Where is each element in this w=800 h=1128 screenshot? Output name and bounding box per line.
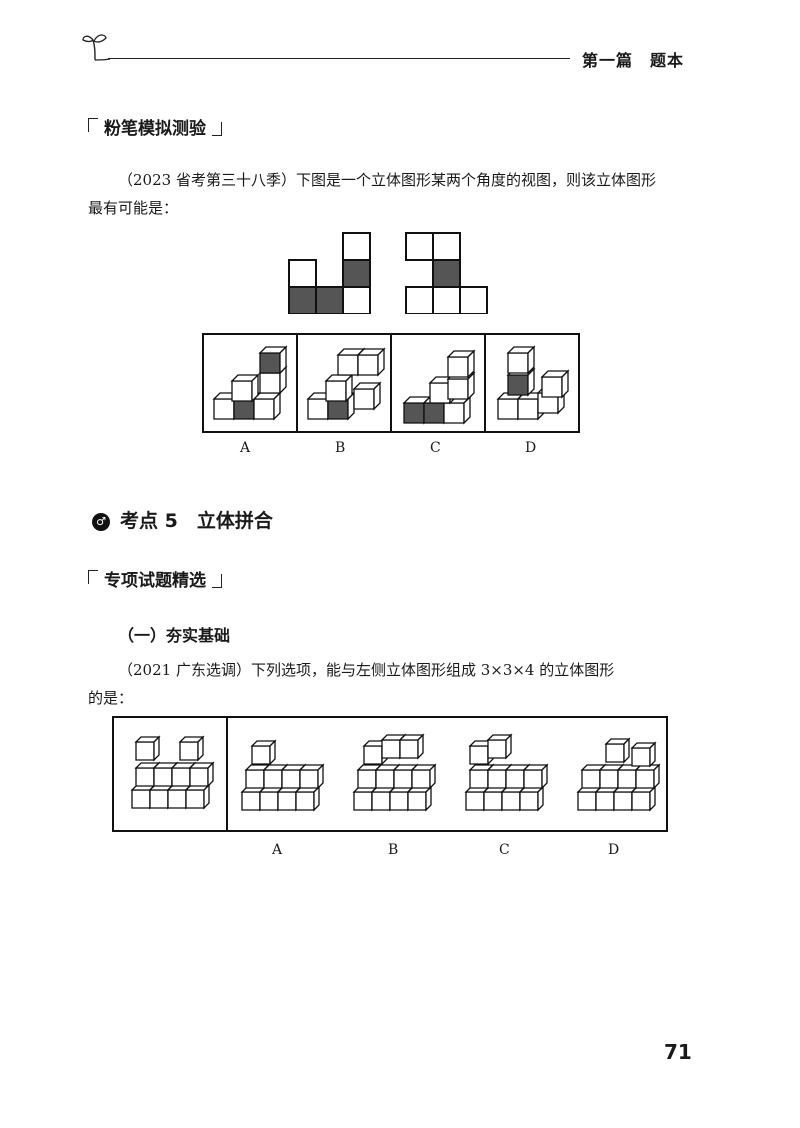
- header-rule: [108, 58, 570, 59]
- option-2d-figure: [577, 738, 660, 811]
- question-1-text-cont: 最有可能是：: [88, 194, 688, 222]
- kaodian-heading: ♂ 考点 5 立体拼合: [92, 506, 273, 533]
- section-heading-mock-test: 粉笔模拟测验: [88, 114, 222, 139]
- question-2-text-cont: 的是：: [88, 684, 688, 712]
- bracket-left-icon: [88, 118, 98, 132]
- sprout-icon: [82, 34, 110, 61]
- option-2c-figure: [465, 734, 548, 811]
- kaodian-icon: ♂: [92, 513, 110, 531]
- option-2b-figure: [353, 734, 436, 811]
- question-1-line-2: 最有可能是：: [88, 199, 179, 217]
- section-heading-selected-questions: 专项试题精选: [88, 566, 222, 591]
- subsection-title: （一）夯实基础: [118, 626, 231, 645]
- question-1-options-figure: [202, 333, 580, 433]
- question-2-given-shape: [131, 736, 214, 809]
- option-1a-figure: [213, 346, 287, 420]
- bracket-right-icon: [212, 122, 222, 136]
- section-title: 粉笔模拟测验: [104, 119, 206, 139]
- question-1-option-d-label: D: [525, 440, 537, 456]
- question-2-option-a-label: A: [272, 842, 283, 858]
- question-2-option-d-label: D: [608, 842, 620, 858]
- bracket-right-icon: [212, 574, 222, 588]
- section-title: 专项试题精选: [104, 571, 206, 591]
- bracket-left-icon: [88, 570, 98, 584]
- page-number: 71: [664, 1040, 692, 1064]
- option-2a-figure: [241, 740, 324, 811]
- header-title: 第一篇 题本: [582, 51, 685, 70]
- question-2-text: （2021 广东选调）下列选项，能与左侧立体图形组成 3×3×4 的立体图形: [118, 656, 718, 684]
- option-1c-figure: [403, 350, 475, 424]
- option-1d-figure: [497, 346, 569, 420]
- question-2-option-c-label: C: [499, 842, 510, 858]
- question-1-line-1: （2023 省考第三十八季）下图是一个立体图形某两个角度的视图，则该立体图形: [118, 171, 656, 189]
- question-1-text: （2023 省考第三十八季）下图是一个立体图形某两个角度的视图，则该立体图形: [118, 166, 718, 194]
- question-1-option-c-label: C: [430, 440, 441, 456]
- question-2-line-1: （2021 广东选调）下列选项，能与左侧立体图形组成 3×3×4 的立体图形: [118, 661, 615, 679]
- question-1-views-figure: [288, 232, 488, 314]
- question-2-option-b-label: B: [388, 842, 399, 858]
- kaodian-title: 考点 5 立体拼合: [120, 510, 273, 532]
- question-2-figure: [112, 716, 668, 832]
- question-1-option-a-label: A: [240, 440, 251, 456]
- question-2-line-2: 的是：: [88, 689, 134, 707]
- question-1-option-b-label: B: [335, 440, 346, 456]
- option-1b-figure: [307, 348, 385, 420]
